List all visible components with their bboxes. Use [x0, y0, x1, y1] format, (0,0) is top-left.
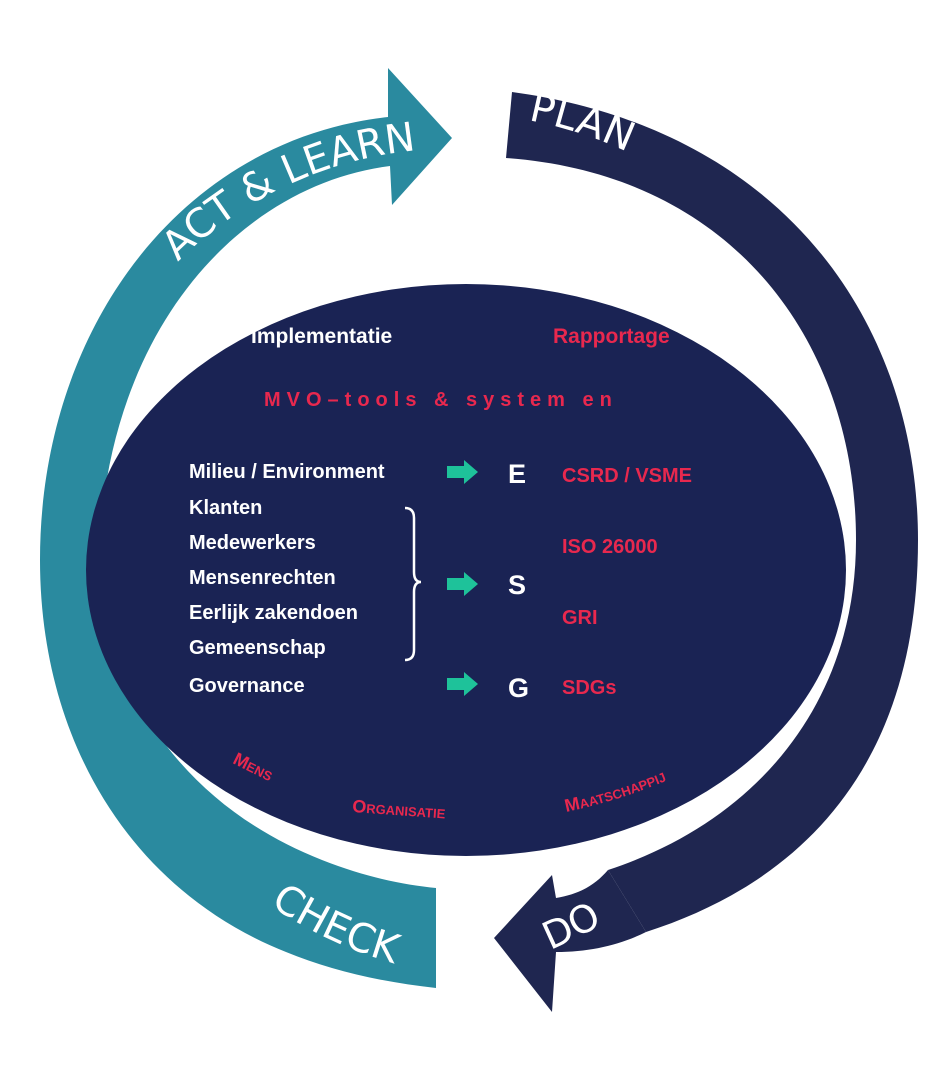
item-milieu: Milieu / Environment	[189, 461, 385, 483]
item-klanten: Klanten	[189, 497, 262, 519]
letter-e: E	[508, 459, 526, 489]
do-arrow	[494, 870, 646, 1012]
arrow-g-icon	[447, 672, 478, 696]
center-ellipse	[86, 284, 846, 856]
letter-s: S	[508, 570, 526, 600]
standard-csrd: CSRD / VSME	[562, 465, 692, 487]
letter-g: G	[508, 673, 529, 703]
act-learn-label: ACT & LEARN	[153, 114, 417, 269]
implementatie-heading: Implementatie	[251, 325, 392, 348]
plan-arrow	[506, 92, 918, 932]
standard-iso: ISO 26000	[562, 536, 658, 558]
item-mensenrechten: Mensenrechten	[189, 567, 336, 589]
act-learn-arrow	[40, 68, 452, 560]
standard-gri: GRI	[562, 607, 598, 629]
arrow-e-icon	[447, 460, 478, 484]
mvo-tools-heading: MVO–tools & system en	[264, 389, 618, 411]
item-eerlijk-zakendoen: Eerlijk zakendoen	[189, 602, 358, 624]
item-medewerkers: Medewerkers	[189, 532, 316, 554]
item-governance: Governance	[189, 675, 305, 697]
social-bracket	[404, 506, 422, 662]
act-learn-text: ACT & LEARN	[153, 114, 417, 269]
item-gemeenschap: Gemeenschap	[189, 637, 326, 659]
arrow-s-icon	[447, 572, 478, 596]
rapportage-heading: Rapportage	[553, 325, 670, 348]
standard-sdgs: SDGs	[562, 677, 616, 699]
check-arrow	[40, 560, 436, 988]
